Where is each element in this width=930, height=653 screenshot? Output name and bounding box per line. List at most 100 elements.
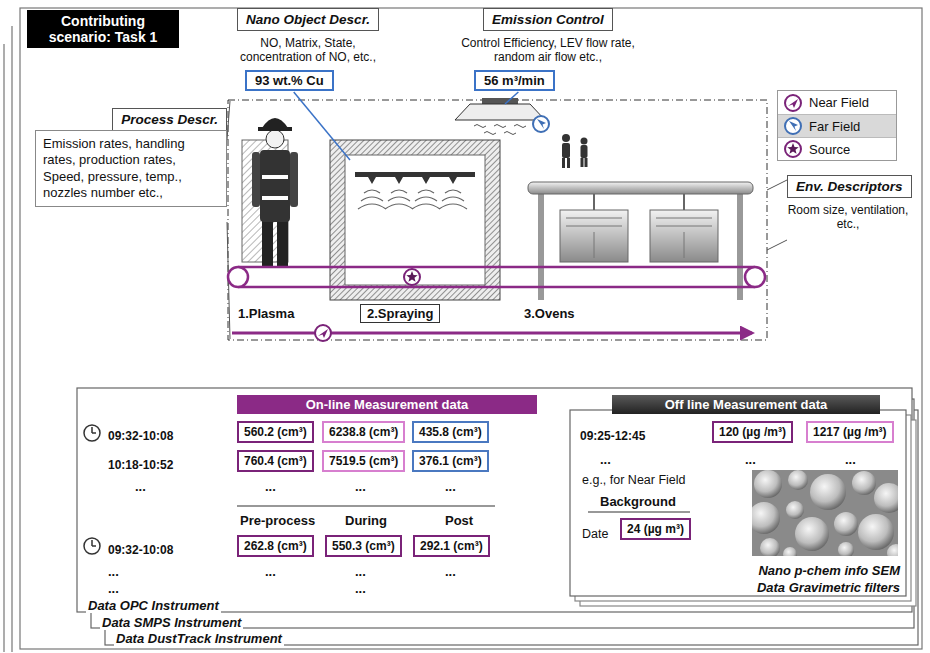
source-star: [787, 143, 798, 154]
legend-icon: [783, 93, 803, 113]
conveyor: [745, 267, 765, 287]
legend-row: Far Field: [778, 114, 896, 137]
ellipsis: ...: [108, 564, 119, 579]
ellipsis: ...: [745, 452, 756, 467]
worker-figure: [262, 220, 273, 266]
panel-heading: Nano Object Descr.: [237, 8, 379, 31]
process-zoom: [227, 101, 787, 339]
stage-label: 2.Spraying: [360, 304, 440, 323]
instrument-cards: [77, 388, 912, 612]
icon-ring: [785, 95, 801, 111]
scenario-frame: [4, 8, 922, 652]
worker-figure: [266, 130, 284, 148]
rule-line: [588, 511, 690, 512]
worker-figure: [562, 158, 565, 168]
icon-ring: [315, 325, 331, 341]
worker-figure: [277, 220, 288, 266]
label-slot: 09:25-12:45: [580, 426, 645, 444]
label-slot: 1.Plasma: [236, 304, 296, 322]
exhaust-hood: [455, 104, 545, 120]
box-text: On-line Measurement data: [237, 397, 537, 412]
label-slot: 09:32-10:08: [108, 426, 173, 444]
clock-icon: [92, 540, 96, 546]
label-slot: ...: [745, 450, 756, 468]
worker-figure: [562, 134, 588, 168]
value-cell: 262.8 (cm³): [237, 535, 314, 557]
label-slot: During: [345, 511, 387, 529]
field-arrow: [789, 121, 798, 131]
label-slot: 3.Ovens: [522, 304, 577, 322]
box-text: 56 m³/min: [484, 73, 545, 88]
panel-heading: Emission Control: [483, 8, 613, 31]
sem-image: [874, 483, 898, 513]
worker-figure: [252, 118, 298, 266]
value-box: 93 wt.% Cu: [245, 70, 334, 91]
field-icons: [315, 116, 549, 341]
ellipsis: ...: [355, 581, 366, 596]
label-slot: 376.1 (cm³): [412, 450, 489, 472]
ellipsis: ...: [355, 479, 366, 494]
sem-image: [783, 547, 797, 556]
legend-text: Near Field: [809, 95, 869, 110]
legend-symbol: [785, 141, 801, 157]
ellipsis: ...: [845, 452, 856, 467]
oven-line: [737, 194, 743, 300]
stage-label: 3.Ovens: [522, 306, 577, 321]
sem-image: [810, 474, 846, 510]
label-slot: ...: [355, 579, 366, 597]
label-slot: ...: [845, 450, 856, 468]
field-arrow: [537, 119, 546, 129]
label-slot: ...: [355, 562, 366, 580]
spray-chamber: [368, 177, 457, 184]
field-arrow: [788, 99, 798, 108]
near-icon: [315, 325, 331, 341]
worker-figure: [581, 158, 584, 167]
image-caption: Data Gravimetric filters: [757, 580, 900, 595]
sem-image: [834, 512, 858, 536]
icon-ring: [785, 118, 801, 134]
label-slot: ...: [445, 477, 456, 495]
oven-line: [528, 182, 753, 194]
label-slot: 560.2 (cm³): [237, 421, 314, 443]
instrument-label: Data SMPS Instrument: [100, 615, 243, 630]
panel-body: NO, Matrix, State, concentration of NO, …: [228, 36, 388, 65]
value-cell: 560.2 (cm³): [237, 421, 314, 443]
legend-icon: [783, 139, 803, 159]
conveyor: [228, 267, 765, 287]
worker-figure: [262, 118, 288, 128]
label-slot: Nano p-chem info SEM: [700, 561, 900, 579]
label-slot: Data SMPS Instrument: [100, 613, 243, 631]
clock-icon: [92, 427, 96, 433]
column-header: Post: [445, 513, 473, 528]
worker-figure: [581, 138, 588, 145]
spray-chamber: [345, 155, 485, 285]
box-text: Contributing scenario: Task 1: [33, 13, 173, 45]
label-slot: 550.3 (cm³): [325, 535, 402, 557]
exhaust-hood: [474, 125, 526, 135]
icon-ring: [404, 269, 420, 285]
exhaust-hood: [482, 98, 518, 104]
leader-line: [294, 92, 350, 160]
instrument-label: Data DustTrack Instrument: [114, 631, 284, 646]
clock-icon: [84, 425, 100, 441]
process-arrow: [232, 332, 752, 335]
sem-image: [752, 502, 780, 534]
rule-line: [237, 505, 495, 506]
label-slot: 2.Spraying: [360, 304, 440, 323]
conveyor: [238, 266, 755, 269]
subheading: Background: [600, 494, 676, 509]
worker-figure: [258, 127, 292, 131]
field-arrow: [318, 329, 328, 338]
oven-line: [683, 194, 685, 210]
legend-text: Source: [809, 142, 850, 157]
label-slot: 435.8 (cm³): [412, 421, 489, 443]
spray-chamber: [355, 172, 475, 177]
label-slot: ...: [135, 477, 146, 495]
value-cell: 435.8 (cm³): [412, 421, 489, 443]
sem-image: [887, 544, 898, 556]
time-label: 10:18-10:52: [108, 458, 173, 472]
legend: Near FieldFar FieldSource: [777, 90, 897, 161]
legend-row: Source: [778, 137, 896, 160]
